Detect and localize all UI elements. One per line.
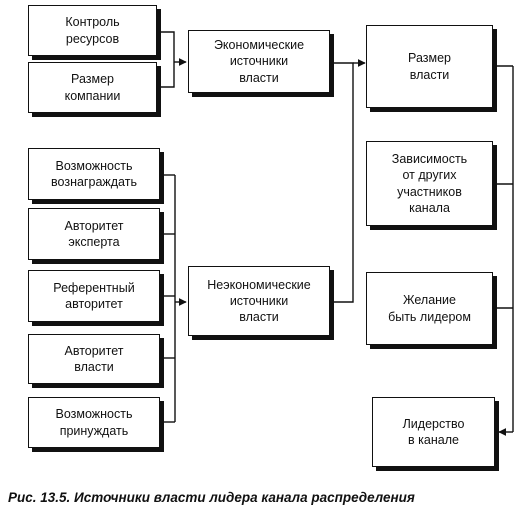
economic-sources-box: Экономические источники власти <box>188 30 330 93</box>
expert-authority-box: Авторитет эксперта <box>28 208 160 260</box>
channel-leadership-label: Лидерство в канале <box>402 416 465 447</box>
reward-ability-label: Возможность вознаграждать <box>51 158 137 189</box>
leadership-desire-label: Желание быть лидером <box>388 293 471 324</box>
link-economic-to-power <box>330 62 354 303</box>
company-size-label: Размер компании <box>64 72 121 103</box>
referent-authority-label: Референтный авторитет <box>53 280 135 311</box>
power-size-label: Размер власти <box>408 51 451 82</box>
expert-authority-label: Авторитет эксперта <box>64 218 124 249</box>
coercion-ability-box: Возможность принуждать <box>28 397 160 448</box>
link-resource-control <box>157 31 175 62</box>
link-company-size <box>157 62 175 88</box>
referent-authority-box: Референтный авторитет <box>28 270 160 322</box>
economic-sources-label: Экономические источники власти <box>213 38 305 85</box>
power-authority-box: Авторитет власти <box>28 334 160 384</box>
coercion-ability-label: Возможность принуждать <box>55 407 133 438</box>
dependence-label: Зависимость от других участников канала <box>391 152 468 215</box>
noneconomic-sources-box: Неэкономические источники власти <box>188 266 330 336</box>
reward-ability-box: Возможность вознаграждать <box>28 148 160 200</box>
dependence-box: Зависимость от других участников канала <box>366 141 493 226</box>
resource-control-box: Контроль ресурсов <box>28 5 157 56</box>
noneconomic-sources-label: Неэкономические источники власти <box>207 277 311 325</box>
resource-control-label: Контроль ресурсов <box>65 15 120 46</box>
power-authority-label: Авторитет власти <box>64 343 124 374</box>
figure-caption: Рис. 13.5. Источники власти лидера канал… <box>8 490 415 505</box>
power-size-box: Размер власти <box>366 25 493 108</box>
leadership-desire-box: Желание быть лидером <box>366 272 493 345</box>
company-size-box: Размер компании <box>28 62 157 113</box>
power-sources-diagram: Контроль ресурсов Размер компании Эконом… <box>28 5 514 467</box>
channel-leadership-box: Лидерство в канале <box>372 397 495 467</box>
